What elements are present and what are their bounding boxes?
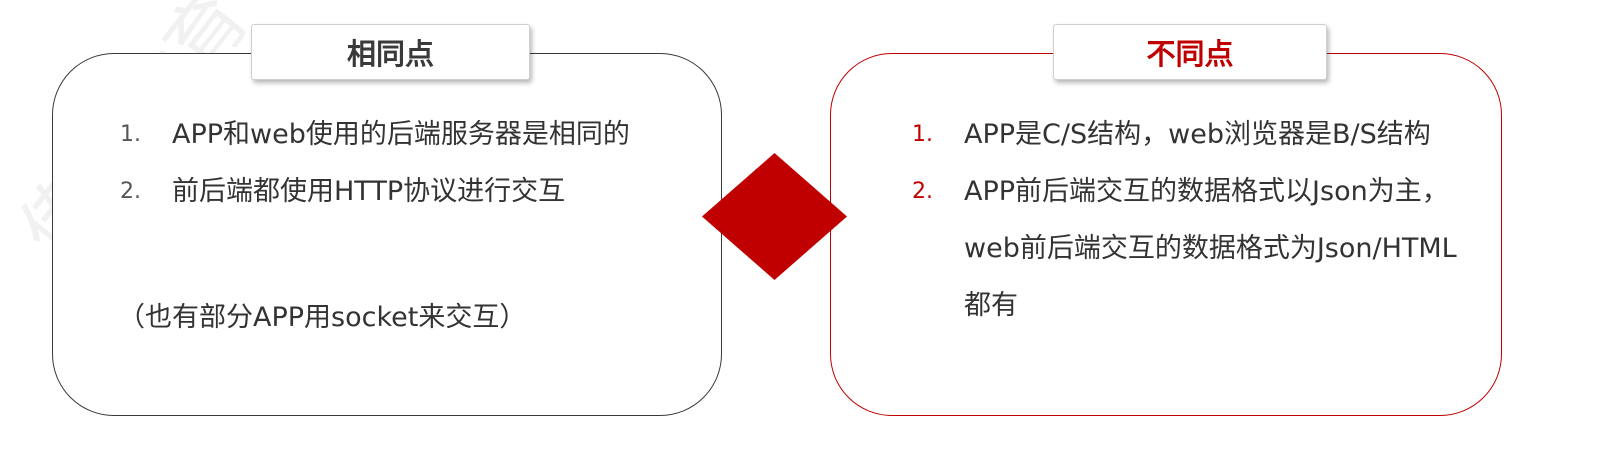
- item-number: 1.: [912, 122, 933, 147]
- item-number: 2.: [912, 179, 933, 204]
- item-text: APP和web使用的后端服务器是相同的: [172, 119, 630, 150]
- item-number: 1.: [120, 122, 141, 147]
- diamond-connector: [702, 153, 847, 280]
- list-item: 2. 前后端都使用HTTP协议进行交互: [120, 163, 680, 220]
- list-item: 1. APP和web使用的后端服务器是相同的: [120, 106, 680, 163]
- socket-note: （也有部分APP用socket来交互）: [118, 302, 527, 333]
- similarities-title: 相同点: [251, 24, 530, 80]
- list-item: 2. APP前后端交互的数据格式以Json为主，web前后端交互的数据格式为Js…: [912, 163, 1457, 334]
- differences-title: 不同点: [1053, 24, 1327, 80]
- similarities-list: 1. APP和web使用的后端服务器是相同的 2. 前后端都使用HTTP协议进行…: [120, 106, 680, 220]
- item-text: APP前后端交互的数据格式以Json为主，web前后端交互的数据格式为Json/…: [964, 176, 1457, 321]
- similarities-panel: [52, 53, 722, 416]
- list-item: 1. APP是C/S结构，web浏览器是B/S结构: [912, 106, 1457, 163]
- differences-panel: [830, 53, 1502, 416]
- item-text: APP是C/S结构，web浏览器是B/S结构: [964, 119, 1431, 150]
- item-text: 前后端都使用HTTP协议进行交互: [172, 176, 566, 207]
- diamond-shape: [702, 153, 847, 280]
- item-number: 2.: [120, 179, 141, 204]
- differences-list: 1. APP是C/S结构，web浏览器是B/S结构 2. APP前后端交互的数据…: [912, 106, 1457, 334]
